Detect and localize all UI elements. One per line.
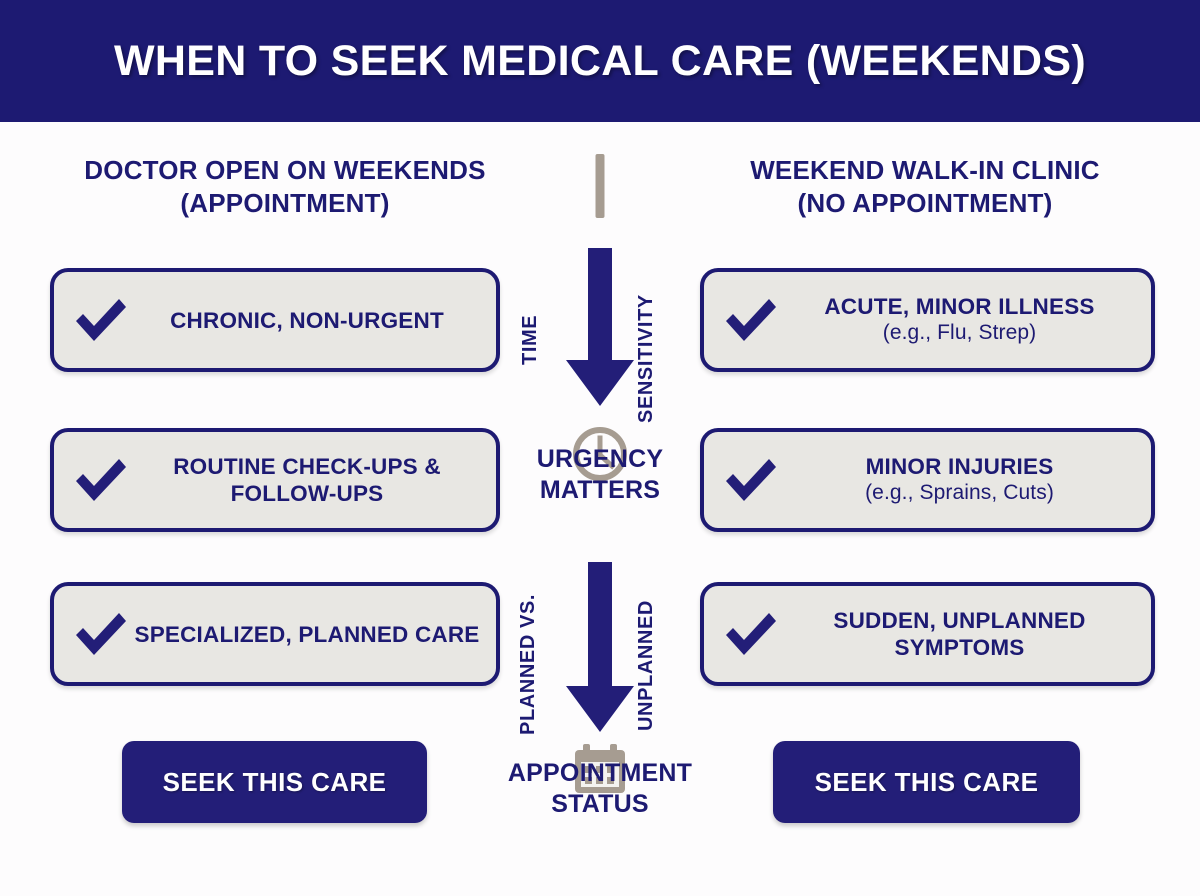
left-card-1[interactable]: CHRONIC, NON-URGENT [50,268,500,372]
axis-caption-appointment-line1: APPOINTMENT [507,759,693,787]
right-card-1[interactable]: ACUTE, MINOR ILLNESS (e.g., Flu, Strep) [700,268,1155,372]
axis-label-unplanned: UNPLANNED [635,600,657,731]
header-banner: WHEN TO SEEK MEDICAL CARE (WEEKENDS) [0,0,1200,122]
left-card-3-text: SPECIALIZED, PLANNED CARE [132,621,496,648]
infographic-body: DOCTOR OPEN ON WEEKENDS (APPOINTMENT) CH… [0,122,1200,896]
center-axis: TIME SENSITIVITY URGENCY MATTERS [500,122,700,896]
clock-icon [570,424,630,484]
right-column-heading-line2: (NO APPOINTMENT) [797,188,1053,219]
right-card-1-main: ACUTE, MINOR ILLNESS [824,294,1095,320]
axis-caption-appointment-line2: STATUS [551,790,649,819]
right-card-2-text: MINOR INJURIES (e.g., Sprains, Cuts) [782,453,1151,506]
left-column-heading-line2: (APPOINTMENT) [180,188,390,219]
vertical-line-icon [595,154,605,218]
check-icon [720,297,782,343]
arrow-down-icon [554,562,646,734]
right-card-3-text: SUDDEN, UNPLANNED SYMPTOMS [782,607,1151,661]
check-icon [720,611,782,657]
left-column-heading-line1: DOCTOR OPEN ON WEEKENDS [84,155,486,185]
right-card-3-main: SUDDEN, UNPLANNED SYMPTOMS [833,608,1086,660]
right-column-heading: WEEKEND WALK-IN CLINIC (NO APPOINTMENT) [675,154,1175,221]
right-card-1-text: ACUTE, MINOR ILLNESS (e.g., Flu, Strep) [782,293,1151,346]
left-column-heading: DOCTOR OPEN ON WEEKENDS (APPOINTMENT) [30,154,540,221]
calendar-icon [570,738,630,798]
left-cta-button[interactable]: SEEK THIS CARE [122,741,427,823]
axis-label-planned-vs: PLANNED VS. [517,593,539,735]
right-card-2-main: MINOR INJURIES [865,454,1054,480]
right-cta-button[interactable]: SEEK THIS CARE [773,741,1080,823]
axis-caption-urgency-line1: URGENCY [536,445,664,473]
right-card-3[interactable]: SUDDEN, UNPLANNED SYMPTOMS [700,582,1155,686]
axis-label-sensitivity: SENSITIVITY [635,294,657,423]
left-card-1-main: CHRONIC, NON-URGENT [170,307,444,333]
axis-caption-urgency-line2: MATTERS [539,476,661,505]
axis-caption-appointment-status: APPOINTMENT STATUS [488,758,712,821]
right-card-1-sub: (e.g., Flu, Strep) [882,321,1037,345]
axis-label-time: TIME [519,314,541,365]
axis-caption-urgency: URGENCY MATTERS [488,444,712,507]
right-card-2-sub: (e.g., Sprains, Cuts) [865,481,1054,505]
right-card-2[interactable]: MINOR INJURIES (e.g., Sprains, Cuts) [700,428,1155,532]
left-card-3[interactable]: SPECIALIZED, PLANNED CARE [50,582,500,686]
check-icon [70,297,132,343]
left-card-3-main: SPECIALIZED, PLANNED CARE [134,621,480,647]
left-card-2[interactable]: ROUTINE CHECK-UPS & FOLLOW-UPS [50,428,500,532]
right-column-heading-line1: WEEKEND WALK-IN CLINIC [750,155,1100,185]
arrow-down-icon [554,248,646,408]
check-icon [70,611,132,657]
check-icon [720,457,782,503]
check-icon [70,457,132,503]
left-card-2-main: ROUTINE CHECK-UPS & FOLLOW-UPS [173,454,441,506]
left-card-1-text: CHRONIC, NON-URGENT [132,307,496,334]
left-card-2-text: ROUTINE CHECK-UPS & FOLLOW-UPS [132,453,496,507]
page-title: WHEN TO SEEK MEDICAL CARE (WEEKENDS) [114,36,1086,85]
